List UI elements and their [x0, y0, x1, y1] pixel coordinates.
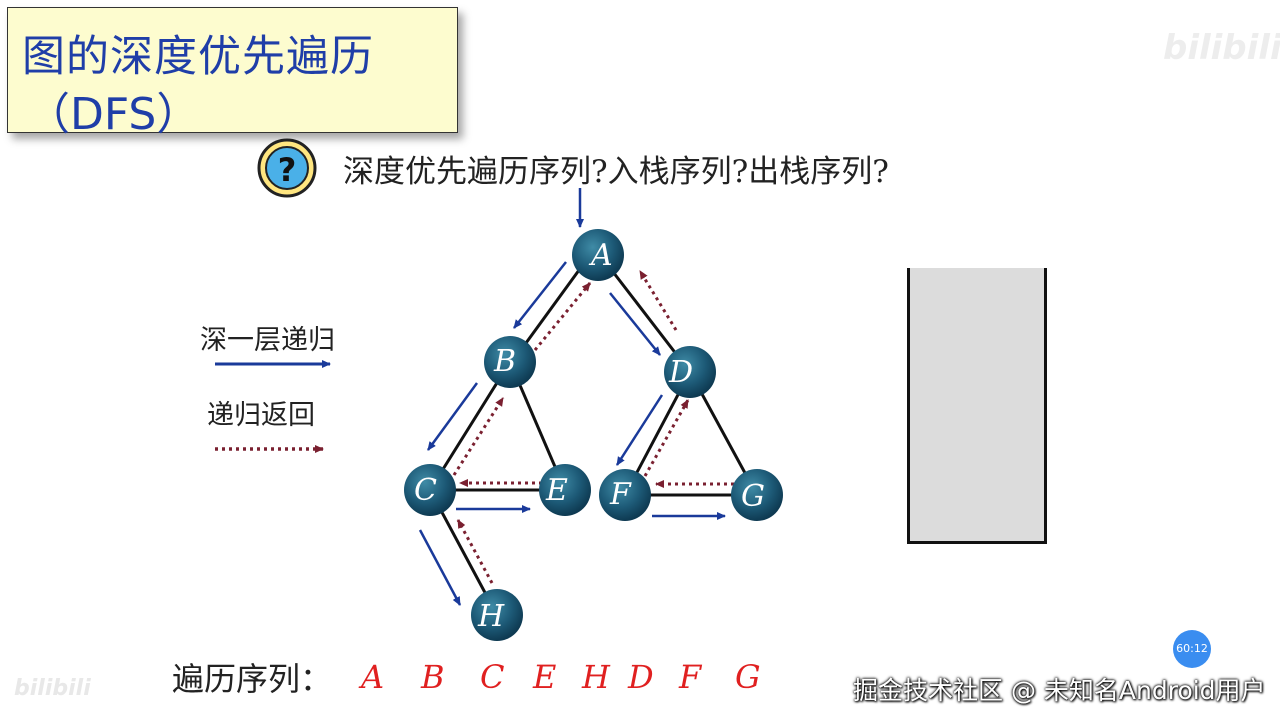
svg-text:F: F: [609, 477, 632, 512]
traversal-item: G: [735, 658, 761, 696]
traversal-item: D: [628, 658, 654, 696]
node-B: B: [484, 336, 536, 388]
traversal-item: E: [533, 658, 557, 696]
svg-text:G: G: [741, 479, 765, 514]
title-main: 图的深度优先遍历: [22, 32, 374, 82]
node-G: G: [731, 469, 783, 521]
legend-recurse-label: 深一层递归: [200, 325, 335, 356]
node-A: A: [572, 229, 624, 281]
svg-text:E: E: [545, 473, 568, 508]
return-arrows: [452, 270, 734, 584]
question-mark-icon: ?: [257, 138, 317, 198]
node-D: D: [664, 346, 716, 398]
svg-text:A: A: [588, 238, 613, 273]
node-E: E: [539, 464, 591, 516]
recursion-arrows: [418, 261, 726, 606]
traversal-label: 遍历序列：: [172, 660, 333, 698]
timer-badge[interactable]: 60:12: [1173, 630, 1211, 668]
svg-text:C: C: [414, 473, 437, 508]
node-F: F: [599, 469, 651, 521]
bilibili-watermark-bottom: bilibili: [14, 676, 91, 701]
title-sub: （DFS）: [26, 89, 201, 140]
traversal-item: H: [582, 658, 610, 696]
stack-container: [907, 268, 1047, 544]
bilibili-watermark-top: bilibili: [1163, 28, 1280, 68]
graph-edges: [428, 254, 759, 616]
svg-text:H: H: [477, 599, 505, 634]
node-H: H: [471, 589, 523, 641]
credit-watermark: 掘金技术社区 @ 未知名Android用户: [853, 676, 1266, 705]
traversal-item: F: [679, 658, 702, 696]
traversal-item: C: [480, 658, 505, 696]
title-box: 图的深度优先遍历 （DFS）: [7, 7, 458, 140]
node-C: C: [404, 464, 456, 516]
svg-text:?: ?: [278, 151, 297, 189]
traversal-item: B: [421, 658, 445, 696]
svg-text:B: B: [493, 344, 516, 379]
graph-nodes: A B C D E F G H: [404, 229, 783, 641]
question-text: 深度优先遍历序列?入栈序列?出栈序列?: [343, 154, 889, 190]
legend-return-label: 递归返回: [207, 400, 315, 431]
traversal-item: A: [361, 658, 385, 696]
svg-text:D: D: [668, 355, 693, 390]
